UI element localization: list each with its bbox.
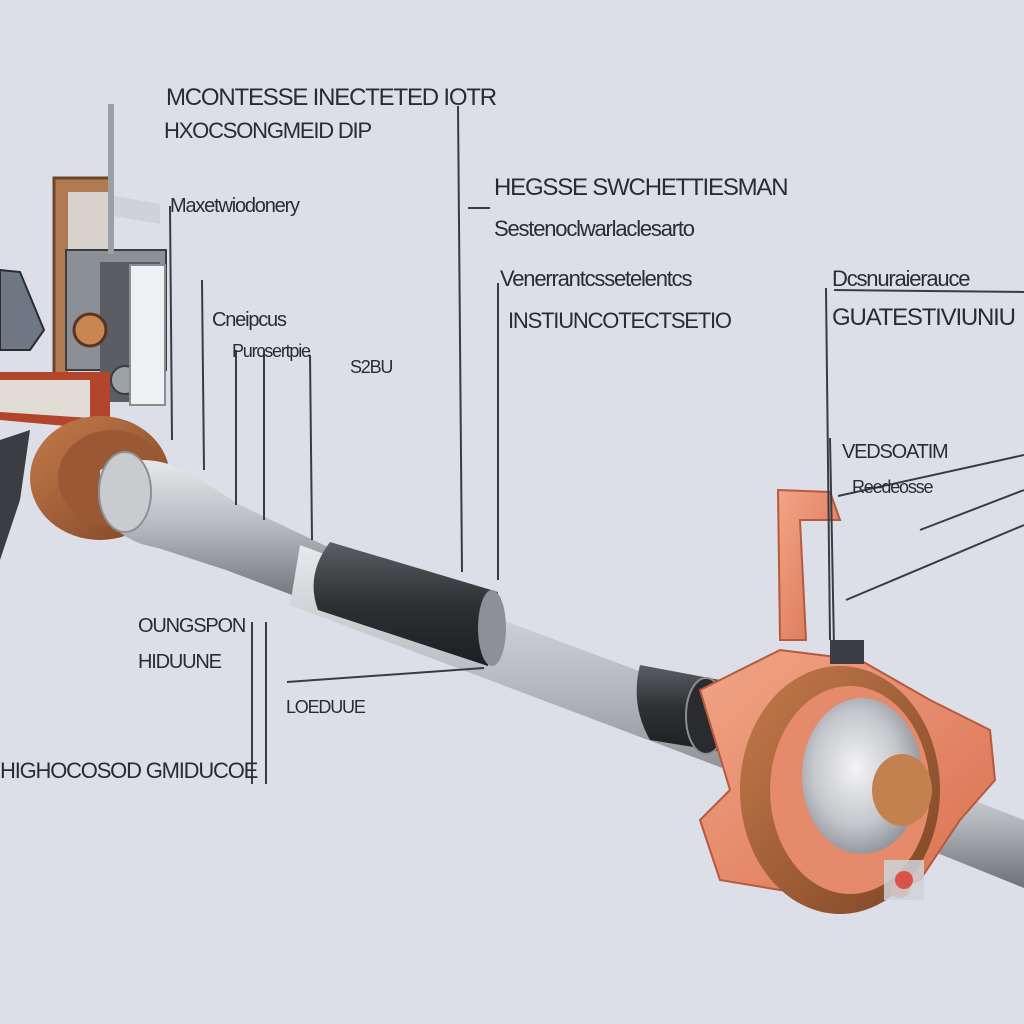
leader-lines: [169, 105, 1024, 784]
center2-label-1: Venerrantcssetelentcs: [500, 266, 692, 291]
right-mid-label-2: Reedeosse: [852, 477, 933, 497]
right-label-1: Dcsnuraierauce: [832, 266, 970, 291]
housing-label: Maxetwiodonery: [170, 195, 300, 217]
left-mid-badge: S2BU: [350, 357, 393, 377]
left-low-note: LOEDUUE: [286, 697, 366, 717]
title-line-1: MCONTESSE INECTETED IOTR: [166, 84, 497, 111]
flange-assembly: [698, 488, 997, 914]
center-label-2: Sestenoclwarlaclesarto: [494, 216, 695, 241]
title-line-2: HXOCSONGMEID DIP: [164, 118, 372, 143]
center2-label-2: INSTIUNCOTECTSETIO: [508, 308, 732, 333]
center-label-1: HEGSSE SWCHETTIESMAN: [494, 174, 789, 201]
left-low-label-2: HIDUUNE: [138, 651, 222, 673]
left-mid-label-1: Cneipcus: [212, 309, 287, 331]
left-bottom-label: HIGHOCOSOD GMIDUCOE: [0, 758, 258, 783]
left-mid-label-2: Purcsertpie: [232, 341, 311, 361]
right-mid-label-1: VEDSOATIM: [842, 441, 949, 463]
motor-housing: [0, 104, 170, 560]
right-label-2: GUATESTIVIUNIU: [832, 304, 1016, 331]
left-low-label-1: OUNGSPON: [138, 615, 246, 637]
